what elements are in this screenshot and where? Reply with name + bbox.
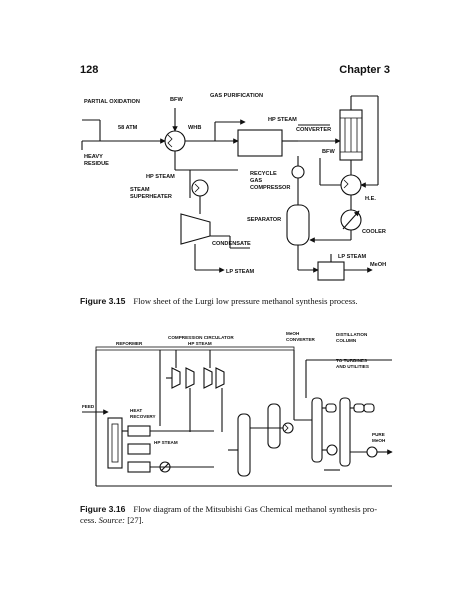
label-gas-purification: GAS PURIFICATION (210, 93, 263, 99)
compressor-3 (203, 367, 213, 389)
compressor-2 (185, 367, 195, 389)
steam-turbine (180, 213, 211, 245)
label-residue: RESIDUE (84, 161, 109, 167)
figure-3-16-caption: Figure 3.16 Flow diagram of the Mitsubish… (80, 504, 392, 526)
reformer-unit (107, 417, 123, 469)
label-58-atm: 58 ATM (118, 125, 138, 131)
label-column: COLUMN (336, 338, 357, 343)
label-lp-steam-bottom: LP STEAM (226, 269, 255, 275)
lurgi-labels: PARTIAL OXIDATION BFW GAS PURIFICATION 5… (84, 93, 386, 275)
label-cooler: COOLER (362, 229, 386, 235)
steam-superheater (191, 179, 209, 197)
label-recycle: RECYCLE (250, 171, 277, 177)
chapter-heading: Chapter 3 (339, 64, 390, 76)
label-to-turbines: TO TURBINES (336, 358, 367, 363)
distillation-column-1 (311, 397, 323, 463)
label-he: H.E. (365, 196, 376, 202)
label-distillation: DISTILLATION (336, 332, 368, 337)
label-heavy: HEAVY (84, 154, 103, 160)
label-pure-meoh: MeOH (372, 438, 386, 443)
label-superheater: SUPERHEATER (130, 194, 172, 200)
label-steam: STEAM (130, 187, 150, 193)
label-compression-circulator: COMPRESSION CIRCULATOR (168, 335, 234, 340)
meoh-product-unit (317, 261, 345, 281)
whb-exchanger (164, 130, 186, 152)
label-whb: WHB (188, 125, 201, 131)
label-hp-steam-lower: HP STEAM (154, 440, 178, 445)
label-and-utilities: AND UTILITIES (336, 364, 369, 369)
label-compressor: COMPRESSOR (250, 185, 290, 191)
separator-vessel-2 (267, 403, 281, 449)
mitsubishi-flow-diagram (82, 346, 393, 487)
compressor-4 (215, 367, 225, 389)
figure-3-16-number: Figure 3.16 (80, 504, 126, 514)
page-number: 128 (80, 64, 99, 76)
distillation-column-2 (339, 397, 351, 467)
label-hp-steam-top: HP STEAM (268, 117, 297, 123)
figure-3-16-source-ref: [27]. (127, 515, 144, 525)
gas-purification-unit (237, 129, 283, 157)
label-hp-steam-f2: HP STEAM (188, 341, 212, 346)
label-separator: SEPARATOR (247, 217, 281, 223)
label-recovery: RECOVERY (130, 414, 156, 419)
heat-exchanger (340, 174, 362, 196)
label-meoh-f2: MeOH (286, 331, 300, 336)
methanol-converter (237, 413, 251, 477)
label-converter-f2: CONVERTER (286, 337, 316, 342)
label-gas: GAS (250, 178, 262, 184)
label-heat: HEAT (130, 408, 142, 413)
figure-3-16-text-line2: cess. (80, 515, 97, 525)
figure-3-15-number: Figure 3.15 (80, 296, 126, 306)
label-pure: PURE (372, 432, 385, 437)
label-condensate: CONDENSATE (212, 241, 251, 247)
figure-3-16-text-line1: Flow diagram of the Mitsubishi Gas Chemi… (133, 504, 378, 514)
recycle-gas-compressor (291, 165, 305, 179)
label-bfw-right: BFW (322, 149, 335, 155)
label-meoh: MeOH (370, 262, 386, 268)
figure-3-15-text: Flow sheet of the Lurgi low pressure met… (133, 296, 358, 306)
label-converter: CONVERTER (296, 127, 331, 133)
label-feed: FEED (82, 404, 95, 409)
figure-3-15-caption: Figure 3.15 Flow sheet of the Lurgi low p… (80, 296, 358, 307)
label-hp-steam-mid: HP STEAM (146, 174, 175, 180)
separator-vessel (286, 204, 310, 246)
mitsubishi-labels: COMPRESSION CIRCULATOR HP STEAM MeOH CON… (82, 331, 386, 445)
figure-3-16-source-label: Source: (98, 515, 126, 525)
label-bfw-top: BFW (170, 97, 183, 103)
label-partial-oxidation: PARTIAL OXIDATION (84, 99, 140, 105)
heat-recovery-unit (127, 425, 151, 437)
label-lp-steam-right: LP STEAM (338, 254, 367, 260)
lurgi-flow-sheet (81, 95, 379, 281)
compressor-1 (171, 367, 181, 389)
label-reformer: REFORMER (116, 341, 143, 346)
